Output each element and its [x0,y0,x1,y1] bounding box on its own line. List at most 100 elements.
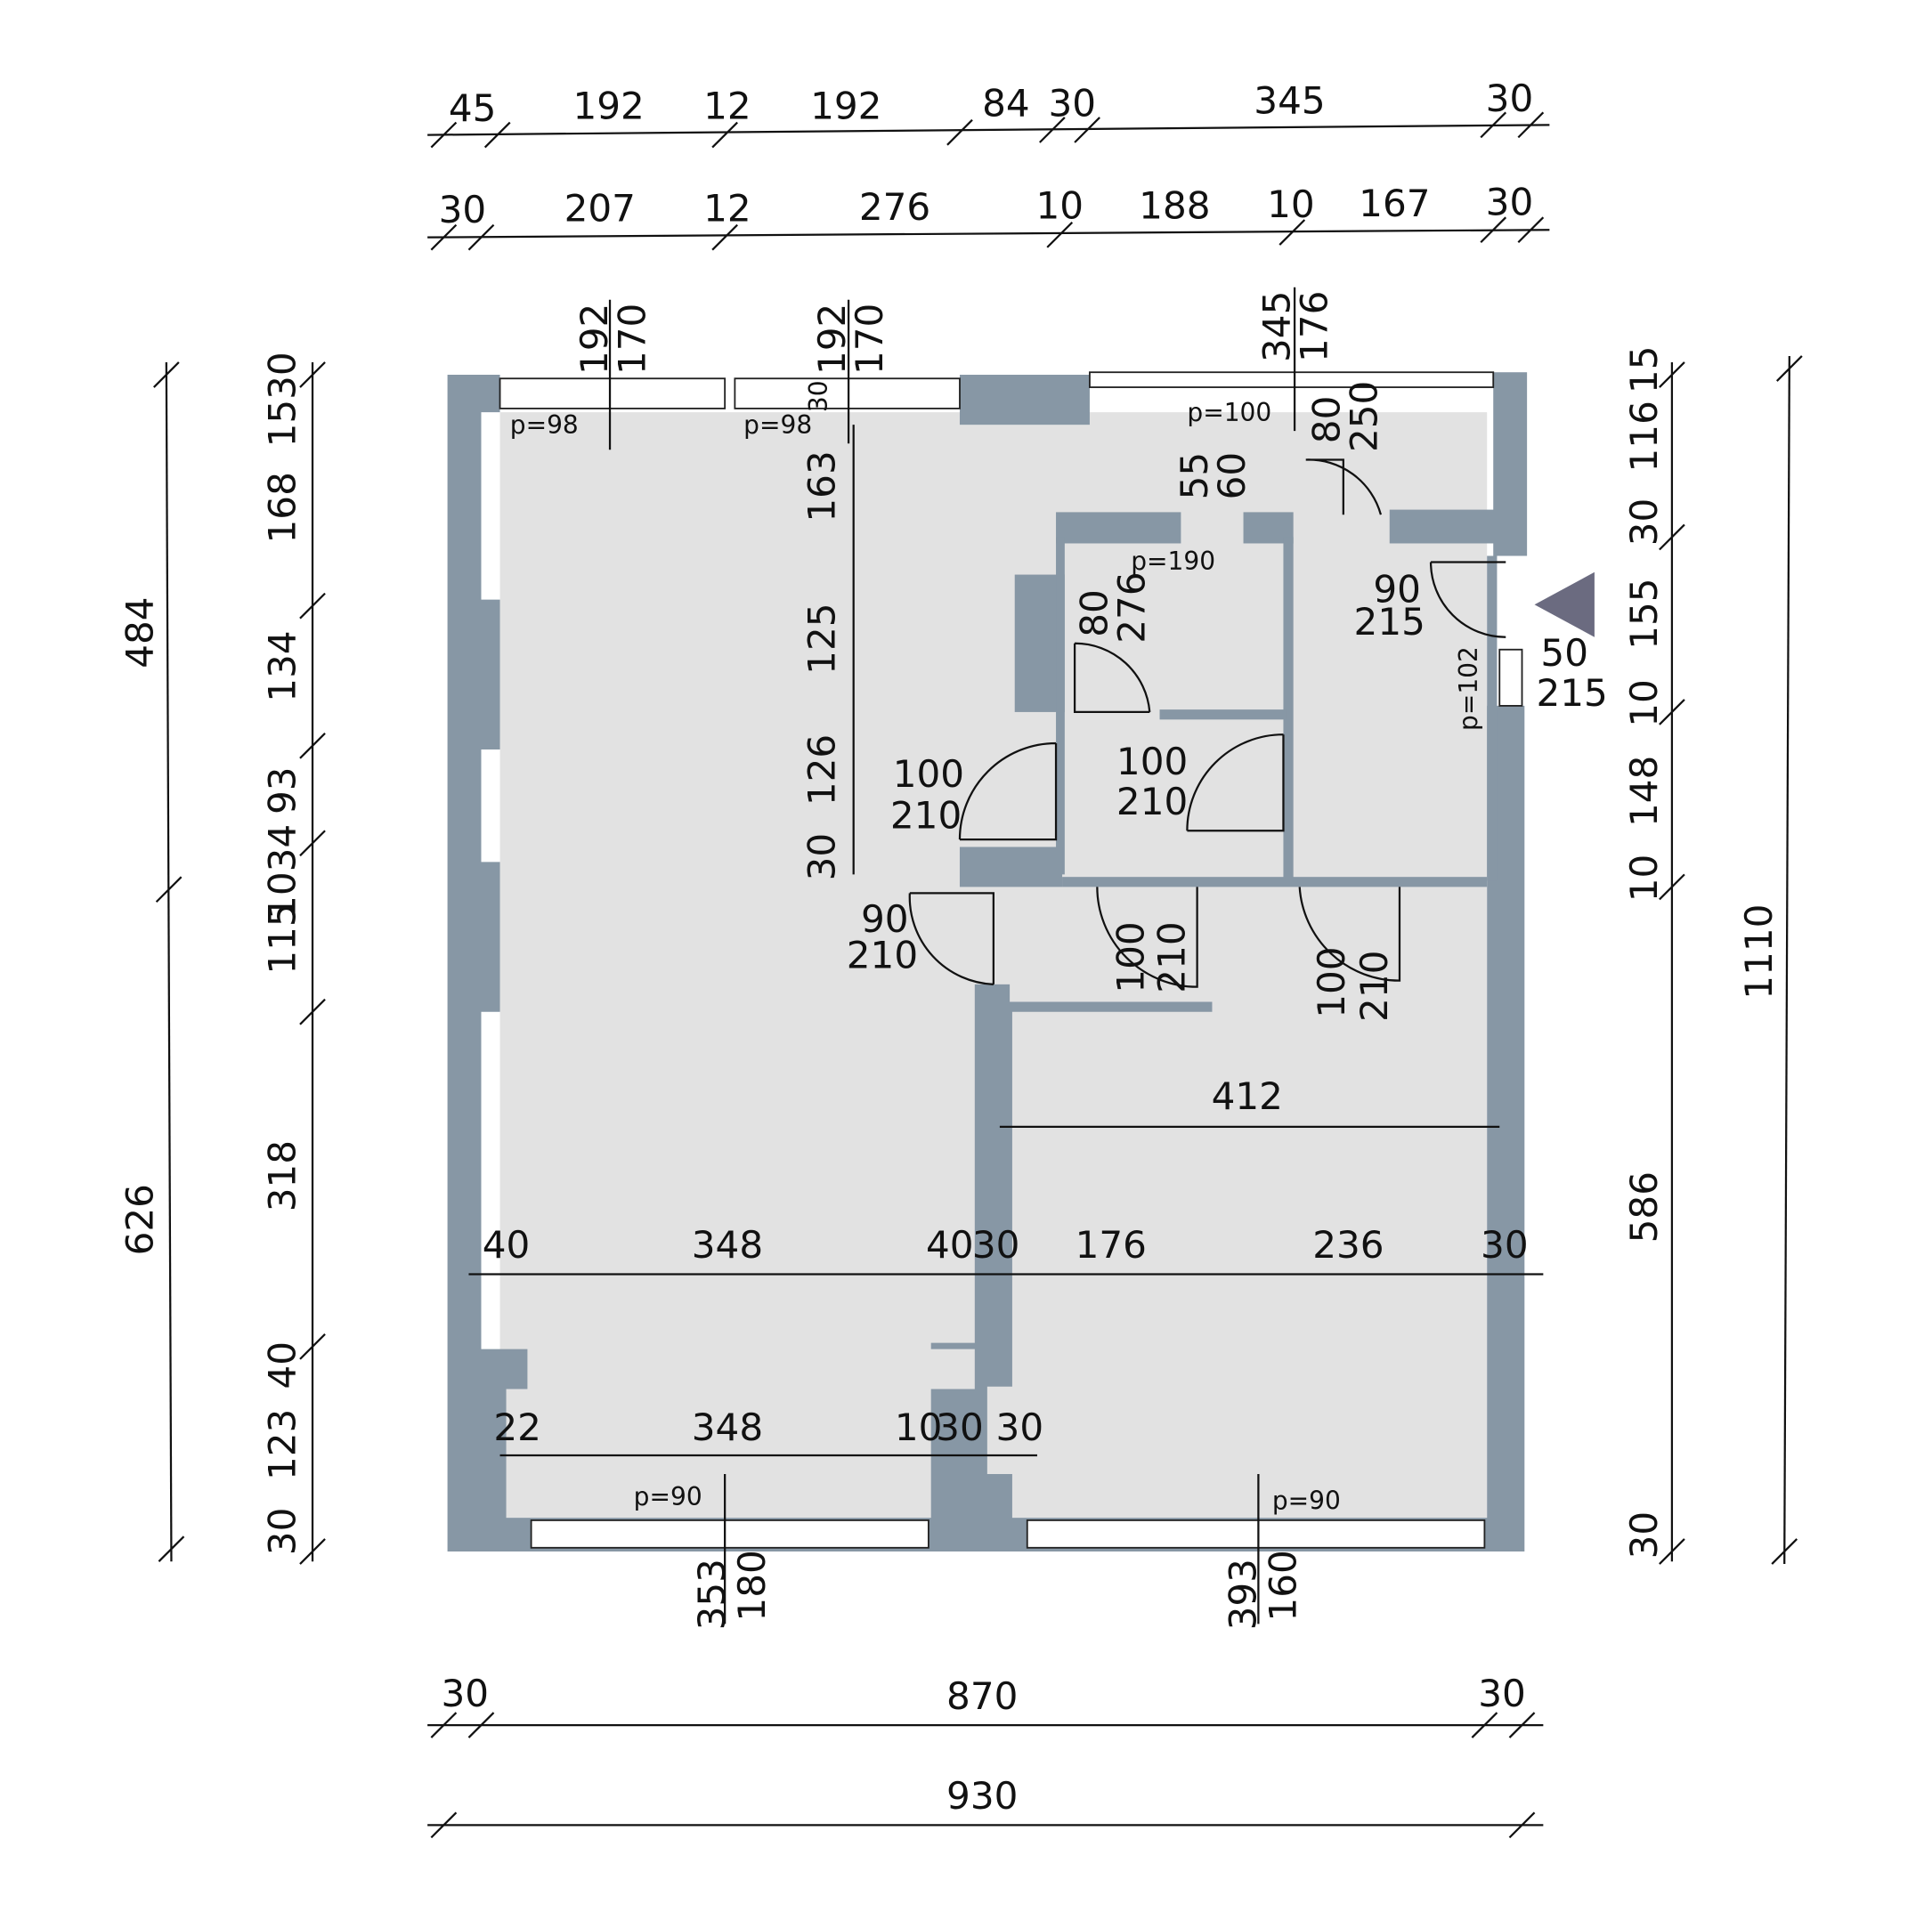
dim-label: 116 [1622,401,1666,472]
dim-label: 30 [441,1672,489,1715]
dim-label: 167 [1359,182,1430,225]
dim-label: 22 [493,1406,541,1449]
dim-label: 276 [1110,571,1154,643]
dim-label: 210 [1116,780,1188,823]
dim-label: 215 [1354,600,1425,644]
dim-label: 148 [1622,756,1666,827]
sill-label: p=90 [634,1482,702,1511]
dim-label: 1034 [260,824,304,919]
walls [447,372,1528,1552]
dim-label: 12 [703,84,751,127]
dim-label: 210 [1352,951,1396,1022]
top-dimensions-row2: 30 207 12 276 10 188 10 167 30 [439,180,1534,231]
bottom-dimensions: 30 870 30 930 353 180 393 160 [441,1550,1525,1818]
dim-label: 393 [1222,1559,1265,1630]
dim-label: 45 [449,86,497,130]
dim-label: 176 [1076,1223,1147,1267]
inner-vertical-dimensions: 163 125 126 30 [800,450,844,880]
dim-label: 1110 [1737,904,1781,1000]
dim-label: 40 [926,1223,974,1267]
sill-heights: p=98 p=98 p=100 p=190 p=102 p=90 p=90 [510,398,1483,1515]
dim-label: 170 [848,304,891,375]
sill-label: p=98 [743,410,812,440]
dim-label: 215 [1536,671,1607,715]
dim-label: 348 [692,1406,763,1449]
dim-label: 192 [572,304,616,375]
dim-label: 84 [982,82,1030,126]
dim-label: 210 [890,793,962,837]
dim-label: 412 [1212,1074,1283,1118]
dim-label: 930 [946,1774,1018,1818]
dim-label: 115 [260,903,304,974]
dim-label: 345 [1254,79,1325,123]
dim-label: 100 [1310,946,1353,1017]
dim-label: 170 [610,304,653,375]
dim-label: 155 [1622,578,1666,649]
sill-label: p=100 [1187,398,1271,427]
dim-label: 30 [1622,498,1666,547]
dim-label: 93 [260,766,304,814]
dim-label: 100 [1116,740,1188,783]
dim-label: 30 [1486,180,1534,223]
dim-label: 353 [690,1559,734,1630]
dim-label: 40 [260,1341,304,1389]
dim-label: 168 [260,472,304,543]
dim-label: 210 [1150,921,1194,992]
dim-label: 123 [260,1409,304,1480]
dim-label: 30 [1486,77,1534,120]
dim-label: 586 [1622,1171,1666,1243]
dim-label: 10 [1267,182,1315,226]
dim-label: 30 [936,1406,984,1449]
dim-label: 236 [1312,1223,1384,1267]
dim-label: 80 [1305,396,1349,444]
dim-label: 188 [1139,184,1210,228]
dim-label: 12 [703,186,751,230]
dim-label: 10 [1035,184,1084,228]
dim-label: 160 [1261,1550,1304,1621]
dim-label: 30 [1048,82,1096,126]
sill-label: p=102 [1454,646,1483,731]
dim-label: 30 [1481,1223,1529,1267]
dim-label: 30 [260,1508,304,1556]
dim-label: 30 [996,1406,1044,1449]
dim-label: 192 [572,84,644,127]
dim-label: 80 [1073,589,1116,637]
dim-label: 10 [1622,855,1666,903]
dim-label: 90 [861,897,909,941]
sill-label: p=98 [510,410,579,440]
dim-label: 210 [847,934,918,977]
dim-label: 55 [1173,452,1216,500]
dim-label: 30 [1622,1511,1666,1559]
dim-label: 125 [800,603,844,674]
dim-label: 50 [1540,631,1588,675]
dim-label: 345 [1254,291,1298,362]
dim-label: 192 [810,84,881,127]
dim-label: 348 [692,1223,763,1267]
dim-label: 90 [1373,567,1421,611]
dim-label: 30 [804,380,833,412]
dim-label: 163 [800,450,844,522]
dim-label: 30 [439,188,487,231]
dimension-lines [153,111,1803,1839]
right-dimensions: 15 116 30 155 10 148 10 586 30 1110 [1622,345,1781,1559]
dim-label: 100 [893,752,964,796]
top-window-dimensions: 192 170 192 170 30 345 176 [572,291,1335,412]
entrance-marker [1534,571,1595,637]
dim-label: 176 [1293,291,1336,362]
dim-label: 180 [730,1550,774,1621]
dim-label: 100 [1108,921,1152,992]
dim-label: 40 [483,1223,531,1267]
dim-label: 10 [1622,679,1666,727]
door-dimensions: 55 60 80 250 80 276 90 215 50 215 100 21… [847,381,1608,1022]
dim-label: 192 [810,304,854,375]
door-swings [908,458,1506,988]
dim-label: 276 [859,185,930,229]
sill-label: p=190 [1131,547,1215,576]
sill-label: p=90 [1272,1486,1341,1515]
dim-label: 15 [1622,345,1666,393]
top-dimensions-row1: 45 192 12 192 84 30 345 30 [449,77,1533,130]
dim-label: 626 [118,1184,161,1255]
dim-label: 30 [1478,1672,1526,1715]
dim-label: 30 [800,833,844,881]
